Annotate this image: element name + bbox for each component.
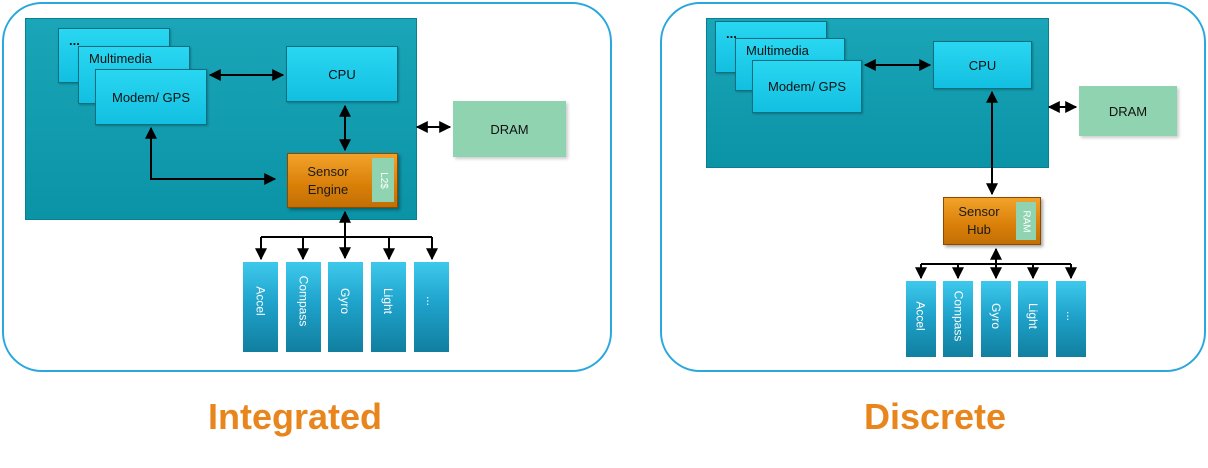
integrated-caption: Integrated <box>207 396 383 437</box>
discrete-multimedia-label: Multimedia <box>746 43 809 58</box>
discrete-sensor-accel-label: Accel <box>914 301 928 331</box>
discrete-dram-label: DRAM <box>1108 103 1148 119</box>
integrated-stack-top-label: ... <box>69 33 80 48</box>
discrete-sensor-hub: Sensor Hub RAM <box>943 197 1041 245</box>
discrete-cpu-box: CPU <box>933 41 1032 89</box>
discrete-sensor-gyro-label: Gyro <box>988 302 1003 330</box>
discrete-sensor-compass: Compass <box>943 281 973 357</box>
discrete-sensor-light: Light <box>1018 281 1048 357</box>
integrated-cpu-label: CPU <box>328 66 356 82</box>
discrete-sensor-hub-label: Sensor Hub <box>958 204 1000 237</box>
integrated-sensor-compass-label: Compass <box>296 275 311 327</box>
integrated-sensor-more-label: ... <box>424 295 439 307</box>
discrete-cpu-label: CPU <box>968 57 997 73</box>
integrated-sensor-gyro-label: Gyro <box>338 287 353 315</box>
integrated-sensor-light-label: Light <box>381 287 396 315</box>
discrete-modem-label: Modem/ GPS <box>767 79 847 94</box>
discrete-dram-box: DRAM <box>1079 86 1177 136</box>
discrete-stack-top-label: ... <box>726 26 737 41</box>
integrated-l2-cache: L2$ <box>372 158 394 202</box>
integrated-sensor-engine: Sensor Engine L2$ <box>287 153 398 208</box>
integrated-modem-label: Modem/ GPS <box>111 89 191 105</box>
integrated-sensor-engine-label: Sensor Engine <box>307 163 349 197</box>
integrated-sensor-light: Light <box>371 262 406 352</box>
integrated-sensor-accel: Accel <box>243 262 278 352</box>
integrated-l2-cache-label: L2$ <box>377 171 389 189</box>
integrated-sensor-accel-label: Accel <box>253 286 268 316</box>
discrete-sensor-light-label: Light <box>1026 302 1040 330</box>
integrated-multimedia-label: Multimedia <box>89 51 152 66</box>
discrete-sensor-gyro: Gyro <box>981 281 1011 357</box>
discrete-sensor-more-label: ... <box>1063 310 1078 322</box>
integrated-modem-box: Modem/ GPS <box>95 69 207 125</box>
discrete-ram: RAM <box>1016 202 1036 240</box>
discrete-caption: Discrete <box>863 396 1007 437</box>
discrete-sensor-more: ... <box>1056 281 1086 357</box>
integrated-dram-box: DRAM <box>453 101 566 157</box>
discrete-sensor-accel: Accel <box>906 281 936 357</box>
integrated-cpu-box: CPU <box>286 46 398 102</box>
integrated-dram-label: DRAM <box>490 121 529 137</box>
integrated-sensor-gyro: Gyro <box>328 262 363 352</box>
discrete-sensor-compass-label: Compass <box>951 290 965 342</box>
integrated-sensor-more: ... <box>414 262 449 352</box>
integrated-sensor-compass: Compass <box>286 262 321 352</box>
discrete-modem-box: Modem/ GPS <box>752 60 862 113</box>
discrete-ram-label: RAM <box>1020 209 1032 233</box>
